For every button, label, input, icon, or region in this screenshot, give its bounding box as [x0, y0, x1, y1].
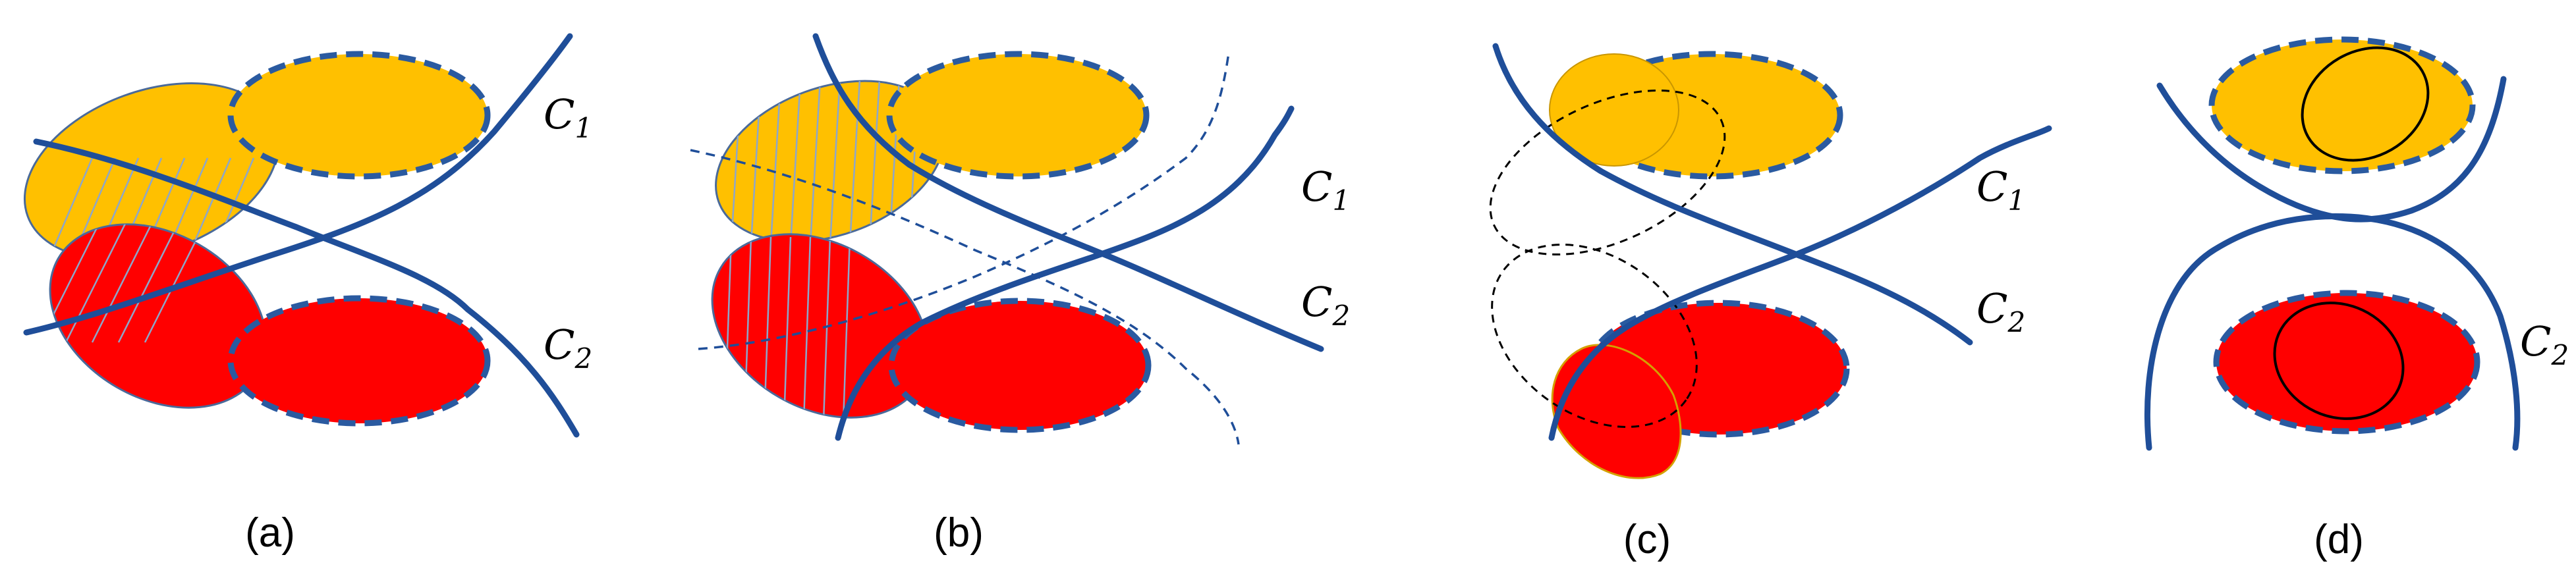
red-region-moved	[1551, 344, 1682, 479]
panel-label-c: (c)	[1623, 517, 1671, 562]
panel-label-d: (d)	[2314, 517, 2364, 562]
curve-label-c2: C2	[544, 321, 592, 375]
curve-c1	[812, 33, 1324, 352]
gold-region-moved	[1549, 53, 1679, 167]
curve-c2	[835, 105, 1295, 441]
red-region-target	[2213, 290, 2480, 435]
curve-c2-shifted	[698, 52, 1230, 350]
curve-c2	[23, 33, 573, 336]
dashed-outline-upper	[1489, 89, 1726, 256]
hatch-pattern	[38, 223, 206, 343]
panel-label-a: (a)	[245, 510, 295, 556]
gold-region-target	[2208, 36, 2476, 174]
curve-label-c1: C1	[1976, 163, 2025, 217]
curve-c1	[33, 138, 580, 438]
red-region-target	[227, 295, 491, 427]
inner-ellipse-red	[2273, 302, 2405, 420]
curve-label-c1: C1	[1301, 163, 1350, 217]
curve-c2	[2144, 213, 2521, 451]
curve-c2	[1548, 125, 2052, 441]
gold-region-target	[886, 51, 1150, 180]
red-region-target	[888, 298, 1152, 433]
panel-label-b: (b)	[934, 510, 984, 556]
hatch-pattern	[730, 78, 920, 244]
curve-label-c2: C2	[1976, 284, 2025, 338]
panel-d: C2 (d)	[2144, 36, 2569, 562]
panel-c: C1 C2 (c)	[1489, 43, 2052, 562]
panel-b: C1 C2 (b)	[690, 33, 1350, 556]
curve-label-c2: C2	[1301, 278, 1350, 332]
panel-a: C1 C2 (a)	[23, 33, 592, 556]
curve-label-c1: C1	[544, 90, 592, 144]
dashed-outline-lower	[1491, 244, 1698, 428]
gold-region-target	[227, 51, 491, 180]
curve-c1	[1492, 43, 1973, 346]
curve-label-c2: C2	[2520, 317, 2569, 371]
inner-ellipse-gold	[2301, 46, 2430, 162]
